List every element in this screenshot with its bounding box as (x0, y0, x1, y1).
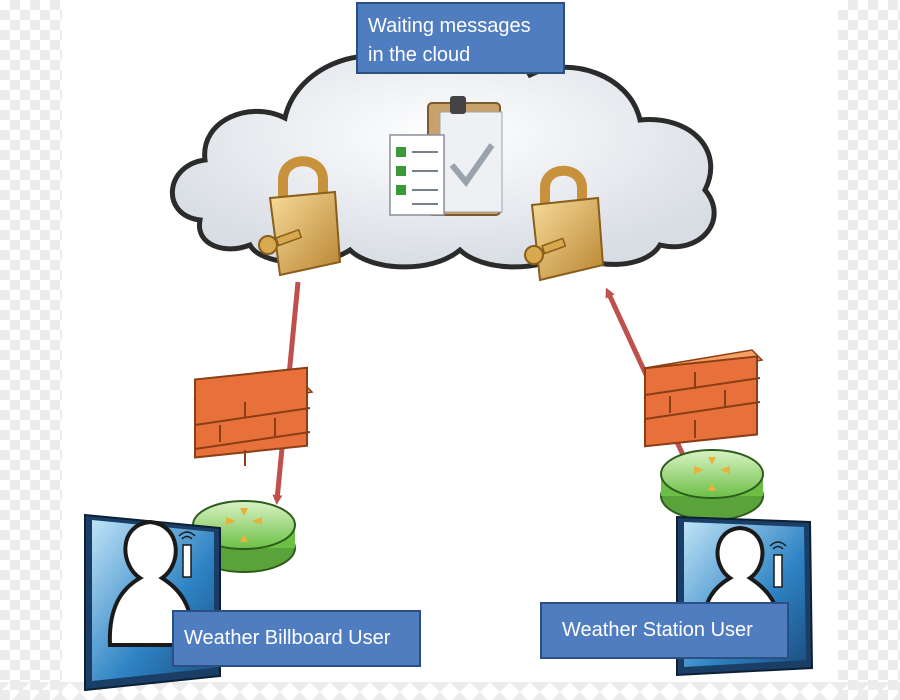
clipboard-checklist-icon (389, 96, 503, 216)
transparency-pattern-right (838, 0, 900, 700)
transparency-pattern-bottom (0, 682, 900, 700)
cloud-label-line-1: Waiting messages (368, 15, 531, 37)
router-icon (660, 449, 764, 521)
transparency-pattern-left (0, 0, 62, 700)
billboard-user-label: Weather Billboard User (172, 610, 421, 667)
antenna-icon (178, 531, 196, 578)
cloud-label-line-2: in the cloud (368, 44, 471, 66)
station-user-label: Weather Station User (540, 602, 789, 659)
padlock-icon (268, 156, 342, 277)
antenna-icon (769, 541, 787, 588)
key-icon (258, 228, 303, 255)
key-icon (524, 237, 567, 265)
cloud-label: Waiting messages in the cloud (356, 2, 565, 74)
firewall-icon (643, 349, 764, 448)
firewall-icon (193, 366, 314, 466)
